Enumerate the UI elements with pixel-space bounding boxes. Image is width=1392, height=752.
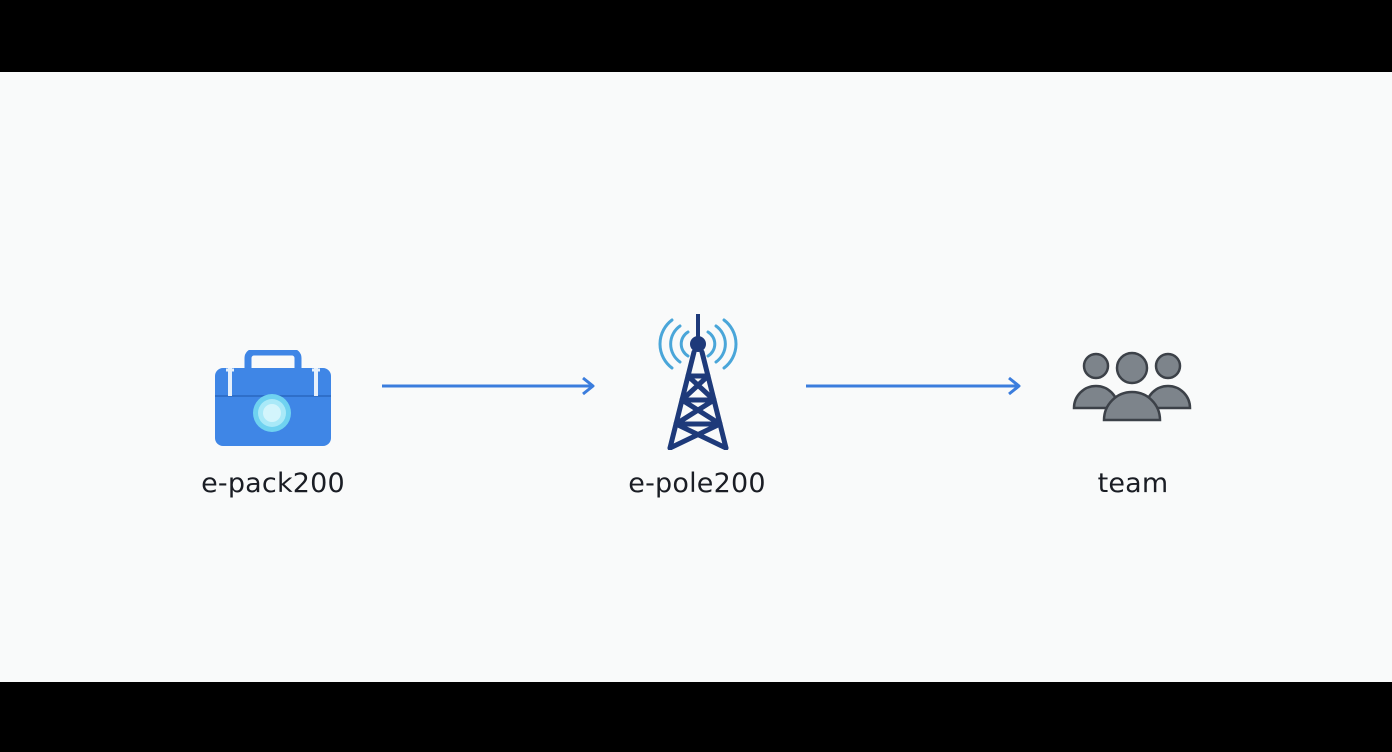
node-label-epole: e-pole200 — [628, 468, 766, 499]
arrow-epack-to-epole — [382, 376, 595, 396]
radio-tower-icon — [658, 314, 738, 450]
letterbox-bottom — [0, 682, 1392, 752]
toolbox-icon — [215, 350, 331, 446]
node-label-epack: e-pack200 — [201, 468, 345, 499]
node-label-team: team — [1097, 468, 1169, 499]
arrow-epole-to-team — [806, 376, 1021, 396]
diagram-canvas: e-pack200 — [0, 72, 1392, 682]
team-icon — [1072, 351, 1192, 422]
letterbox-top — [0, 0, 1392, 72]
